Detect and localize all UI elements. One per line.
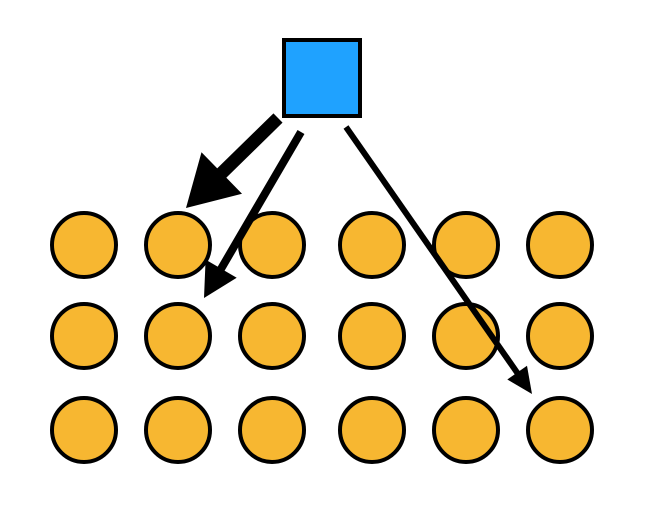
node-r3-c6 [526,396,594,464]
arrow-thick-head [186,152,242,208]
node-r3-c1 [50,396,118,464]
node-r2-c2 [144,302,212,370]
node-r2-c4 [338,302,406,370]
arrow-medium-shaft [216,129,305,273]
node-r1-c4 [338,211,406,279]
arrow-thick [186,113,283,208]
arrows [186,113,532,394]
node-r3-c5 [432,396,500,464]
node-grid [50,211,594,464]
arrow-thick-shaft [215,113,283,180]
arrow-thin [343,125,532,394]
arrow-medium [204,129,305,298]
source-square [282,38,362,118]
node-r2-c6 [526,302,594,370]
node-r1-c2 [144,211,212,279]
arrow-thin-shaft [343,125,521,377]
node-r1-c6 [526,211,594,279]
node-r3-c2 [144,396,212,464]
arrow-medium-head [204,259,237,298]
node-r2-c3 [238,302,306,370]
node-r1-c3 [238,211,306,279]
node-r3-c3 [238,396,306,464]
arrow-thin-head [507,365,532,394]
node-r2-c1 [50,302,118,370]
node-r1-c5 [432,211,500,279]
node-r3-c4 [338,396,406,464]
node-r1-c1 [50,211,118,279]
